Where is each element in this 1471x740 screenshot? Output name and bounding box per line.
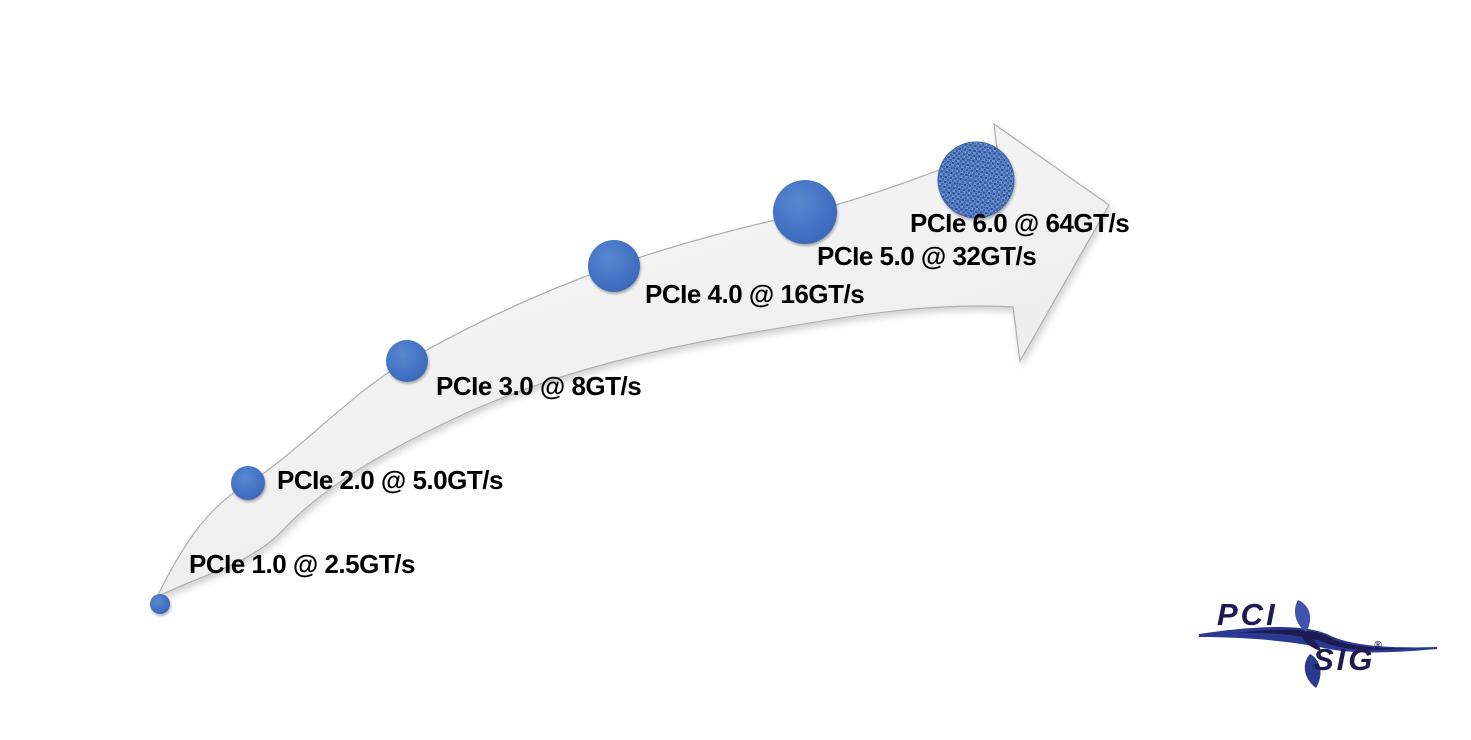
logo-ribbon-bottom-leaf: [1304, 654, 1321, 688]
logo-ribbon-top-leaf: [1294, 600, 1311, 632]
milestone-dot-pcie-4-0: [588, 240, 640, 292]
milestone-label-pcie-6-0: PCIe 6.0 @ 64GT/s: [910, 208, 1130, 238]
milestone-dot-pcie-1-0: [150, 594, 170, 614]
milestone-dot-pcie-6-0: [937, 141, 1015, 219]
milestone-label-pcie-3-0: PCIe 3.0 @ 8GT/s: [436, 371, 642, 401]
milestone-dots-layer: [150, 141, 1015, 614]
milestone-label-pcie-2-0: PCIe 2.0 @ 5.0GT/s: [277, 465, 503, 495]
logo-text-sig: SIG®: [1313, 640, 1383, 678]
milestone-label-pcie-4-0: PCIe 4.0 @ 16GT/s: [645, 279, 865, 309]
milestone-dot-pcie-2-0: [231, 466, 265, 500]
milestone-dot-pcie-3-0: [386, 340, 428, 382]
logo-ribbon-knot: [1301, 633, 1321, 651]
logo-text-pci: PCI: [1217, 597, 1278, 632]
logo-text-sig-word: SIG: [1313, 642, 1376, 677]
milestone-label-pcie-1-0: PCIe 1.0 @ 2.5GT/s: [189, 549, 415, 579]
milestone-label-pcie-5-0: PCIe 5.0 @ 32GT/s: [817, 241, 1037, 271]
registered-trademark-mark: ®: [1374, 640, 1382, 651]
pci-sig-logo-swoosh: [1199, 600, 1437, 688]
logo-swoosh-core: [1237, 629, 1412, 650]
pci-sig-logo: PCI SIG®: [1197, 597, 1439, 692]
milestone-dot-pcie-5-0: [773, 180, 837, 244]
